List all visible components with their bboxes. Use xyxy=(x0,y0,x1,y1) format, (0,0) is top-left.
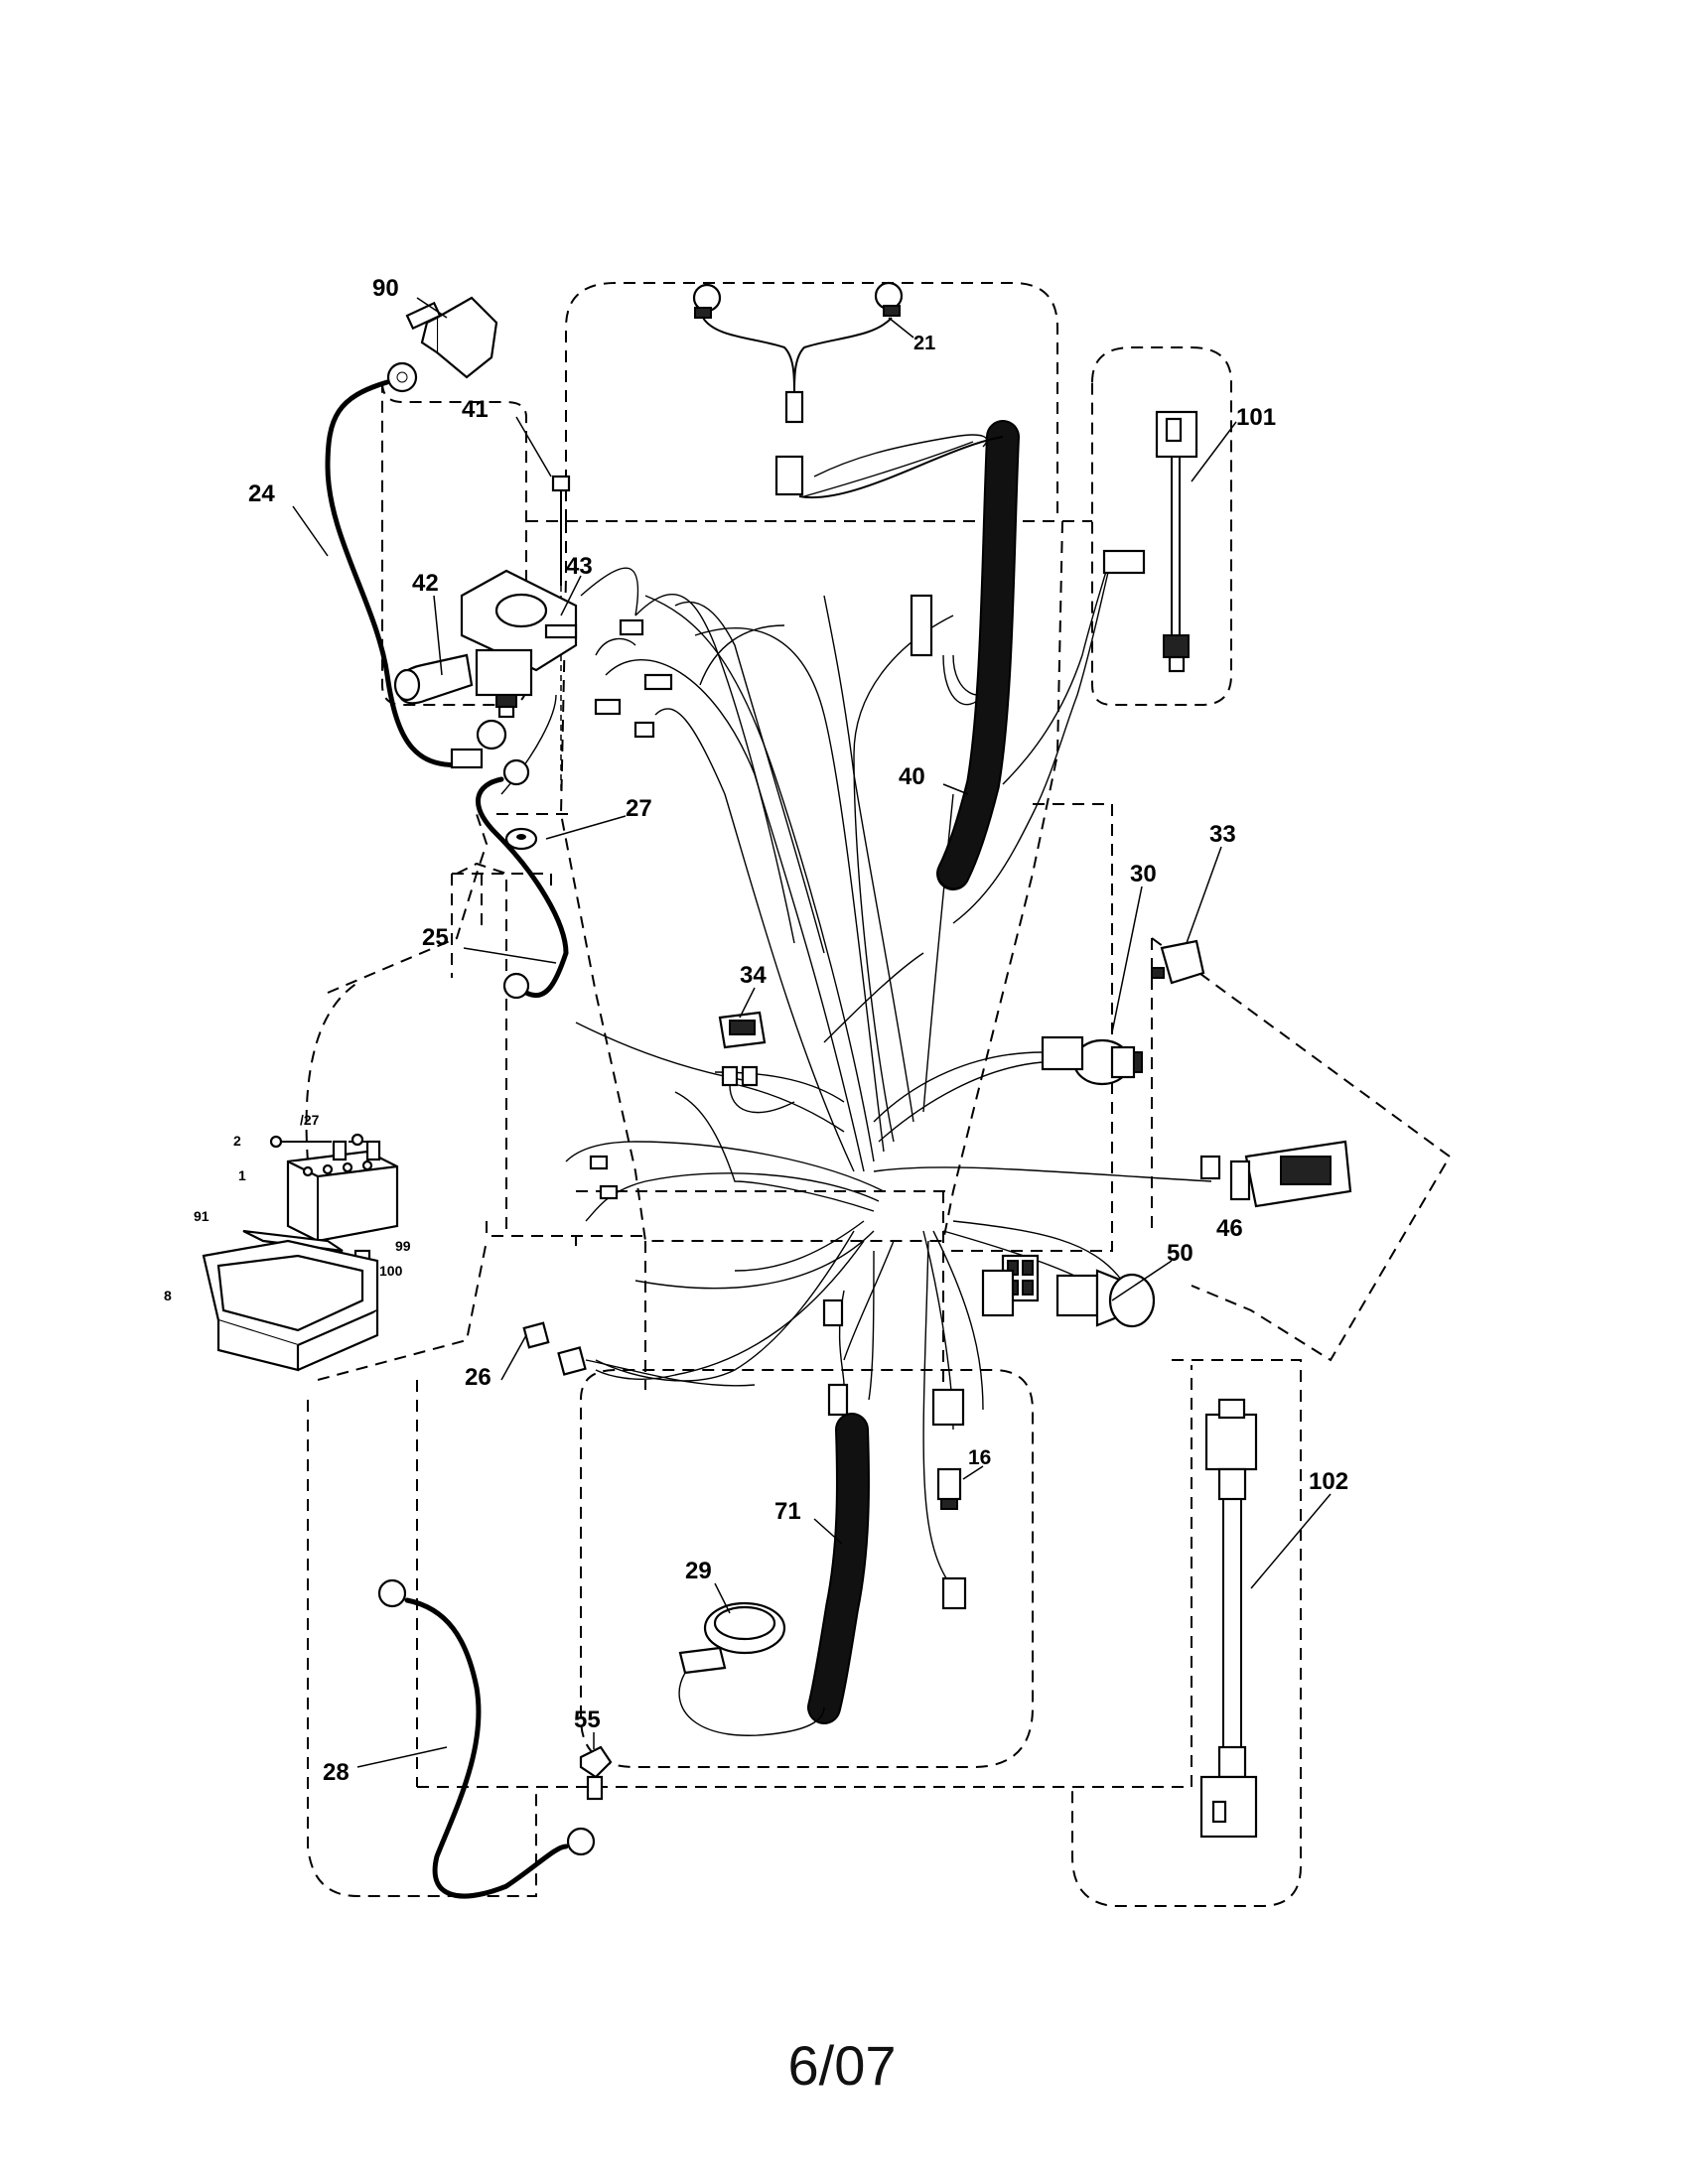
callout-26: 26 xyxy=(465,1364,491,1391)
tractor-outline xyxy=(305,282,1452,1907)
callout-28: 28 xyxy=(323,1759,350,1786)
callout-41: 41 xyxy=(462,396,489,423)
part-24-cable xyxy=(325,361,507,769)
part-28-cable xyxy=(377,1578,596,1899)
callout-29: 29 xyxy=(685,1558,712,1584)
part-46-hour-meter xyxy=(1199,1140,1352,1208)
part-50-pto-switch xyxy=(1001,1254,1156,1328)
callout-99: 99 xyxy=(395,1238,411,1254)
part-33-switch xyxy=(1151,939,1205,985)
part-16-connector xyxy=(822,1269,1015,1610)
callout-30: 30 xyxy=(1130,861,1157,887)
part-42-boot xyxy=(393,653,474,705)
part-26-fuse xyxy=(522,1321,756,1387)
callout-2: 2 xyxy=(233,1133,241,1149)
part-55-bolt xyxy=(579,1745,613,1801)
callout-43: 43 xyxy=(566,553,593,580)
callout-33: 33 xyxy=(1209,821,1236,848)
callout-91: 91 xyxy=(194,1208,210,1224)
callout-90: 90 xyxy=(372,275,399,302)
callout-slash27: /27 xyxy=(300,1112,320,1128)
callout-71: 71 xyxy=(774,1498,801,1525)
callout-27: 27 xyxy=(626,795,652,822)
callout-100: 100 xyxy=(379,1263,403,1279)
part-25-cable xyxy=(476,758,569,1000)
callout-101: 101 xyxy=(1236,404,1276,431)
part-21-headlights xyxy=(692,281,1004,499)
callout-50: 50 xyxy=(1167,1240,1193,1267)
part-40-conduit xyxy=(936,420,1020,890)
callout-16: 16 xyxy=(968,1446,991,1469)
callout-102: 102 xyxy=(1309,1468,1348,1495)
part-90-terminal-cap xyxy=(405,296,498,379)
callout-labels: 90 21 101 41 24 42 43 40 27 33 30 25 34 … xyxy=(164,275,1348,1786)
part-71-conduit xyxy=(807,1413,870,1724)
callout-34: 34 xyxy=(740,962,767,989)
callout-46: 46 xyxy=(1216,1215,1243,1242)
callout-1: 1 xyxy=(238,1167,246,1183)
callout-21: 21 xyxy=(913,333,935,354)
leader-lines xyxy=(292,297,1332,1768)
callout-55: 55 xyxy=(574,1706,601,1733)
part-101-switch xyxy=(1102,410,1198,673)
battery-assembly xyxy=(202,1133,399,1372)
part-34-switch xyxy=(718,1011,795,1114)
callout-24: 24 xyxy=(248,480,275,507)
part-27-nut xyxy=(504,827,538,851)
callout-42: 42 xyxy=(412,570,439,597)
part-43-solenoid xyxy=(460,569,578,719)
callout-25: 25 xyxy=(422,924,449,951)
part-102-jumper xyxy=(1199,1398,1258,1839)
part-29-sensor xyxy=(678,1601,825,1736)
callout-8: 8 xyxy=(164,1288,172,1303)
callout-40: 40 xyxy=(899,763,925,790)
date-code: 6/07 xyxy=(787,2034,897,2097)
small-connectors xyxy=(589,594,933,1200)
part-30-ignition-switch xyxy=(1041,1035,1143,1086)
